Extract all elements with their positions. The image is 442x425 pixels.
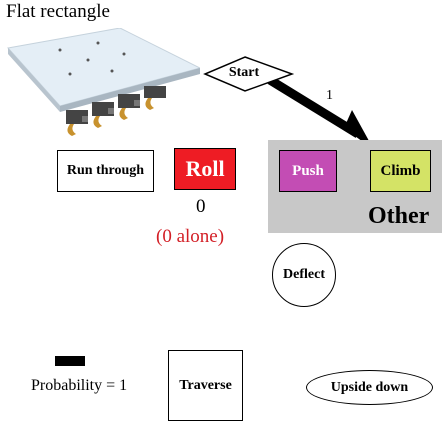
edge-start-climb: [267, 76, 361, 138]
roll-count: 0: [196, 196, 206, 217]
edge-probability-label: 1: [326, 88, 333, 103]
legend-swatch: [55, 356, 85, 366]
traverse-node: Traverse: [168, 350, 243, 421]
legend-label: Probability = 1: [31, 377, 128, 394]
start-diamond: [203, 56, 295, 92]
deflect-node: Deflect: [272, 243, 336, 307]
run-through-node: Run through: [57, 150, 154, 192]
diagram-title: Flat rectangle: [6, 1, 110, 22]
roll-alone-count: (0 alone): [156, 226, 225, 247]
climb-node: Climb: [370, 150, 431, 192]
push-node: Push: [279, 150, 337, 192]
start-label: Start: [228, 65, 260, 80]
roll-node: Roll: [174, 148, 236, 190]
other-group-label: Other: [368, 203, 430, 229]
upside-down-node: Upside down: [306, 370, 433, 405]
robot-photo: [7, 28, 200, 136]
